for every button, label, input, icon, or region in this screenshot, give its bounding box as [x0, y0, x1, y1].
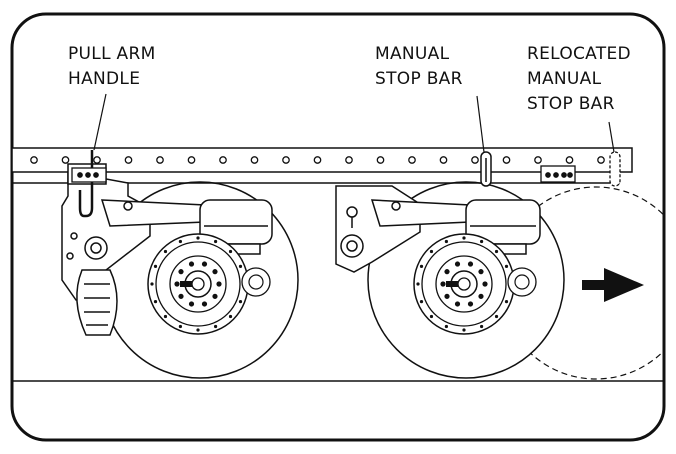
relocated-stop-label: RELOCATED MANUAL STOP BAR: [527, 44, 637, 114]
slider-rail: [12, 147, 633, 184]
front-air-spring: [199, 199, 273, 255]
manual-stop-label: MANUAL STOP BAR: [375, 44, 463, 89]
front-hub: [147, 233, 271, 335]
rear-hub: [413, 233, 537, 335]
front-lock-bracket: [71, 167, 107, 183]
pull-arm-label: PULL ARM HANDLE: [68, 44, 161, 89]
relocated-stop-leader: [608, 121, 615, 153]
pull-arm-leader: [93, 93, 107, 151]
manual-stop-leader: [476, 95, 485, 153]
pull-arm-handle: [78, 150, 94, 218]
arrow-right-icon: [582, 268, 644, 302]
front-hanger: [61, 163, 206, 336]
relocated-stop-bar: [609, 151, 621, 187]
rail-holes: [30, 156, 605, 164]
rear-lock-bracket: [540, 165, 576, 183]
rear-hanger: [335, 185, 471, 273]
manual-stop-bar: [480, 151, 492, 187]
